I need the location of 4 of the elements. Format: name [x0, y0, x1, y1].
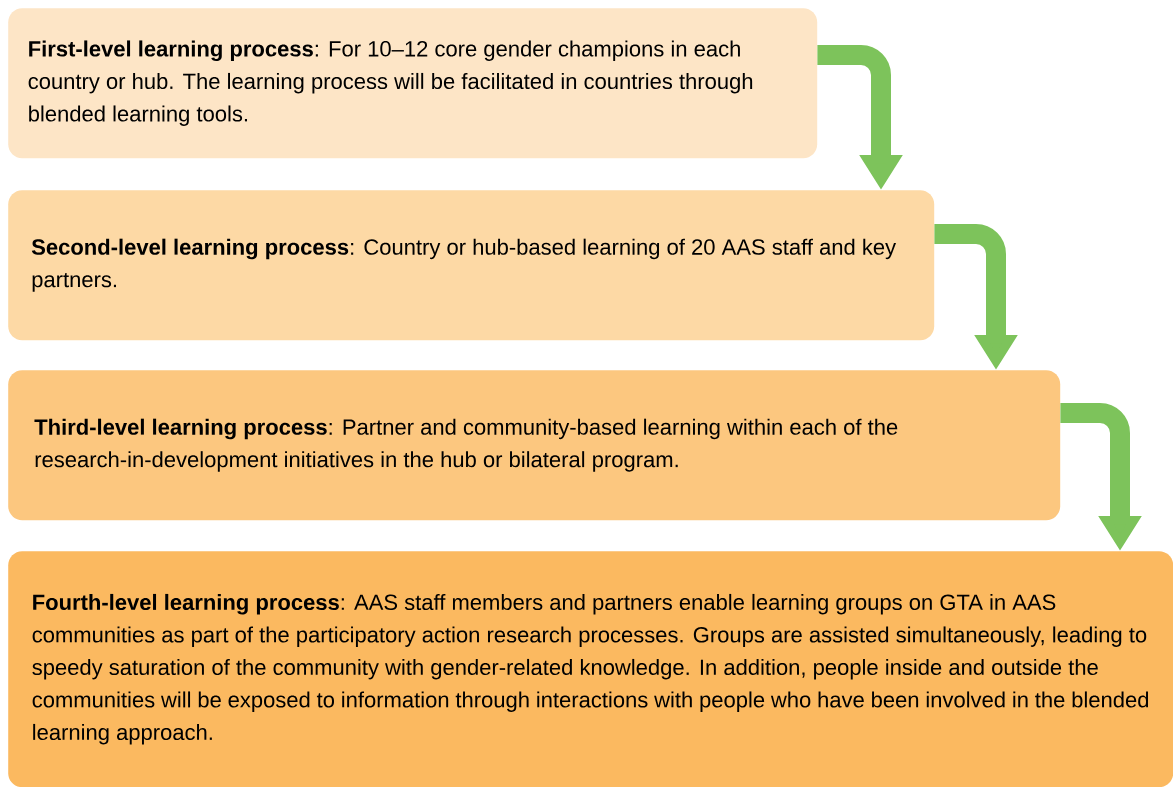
- process-box: Second-level learning process: Country or hub-based learning of 20 AAS staff and key partners.: [8, 190, 935, 341]
- process-box: Third-level learning process: Partner and community-based learning within each of the research-in-development initiatives in the hub or bilateral program.: [8, 370, 1061, 521]
- process-box: Fourth-level learning process: AAS staff members and partners enable learning groups on GTA in AAS communities as part of the participatory action research processes. Groups are assisted simultaneously, leading to speedy saturation of the community with gender-related knowledge. In addition, people inside and outside the communities will be exposed to information through interactions with people who have been involved in the blended learning approach.: [8, 551, 1173, 787]
- process-box: First-level learning process: For 10–12 core gender champions in each country or hub. The learning process will be facilitated in countries through blended learning tools.: [8, 8, 818, 159]
